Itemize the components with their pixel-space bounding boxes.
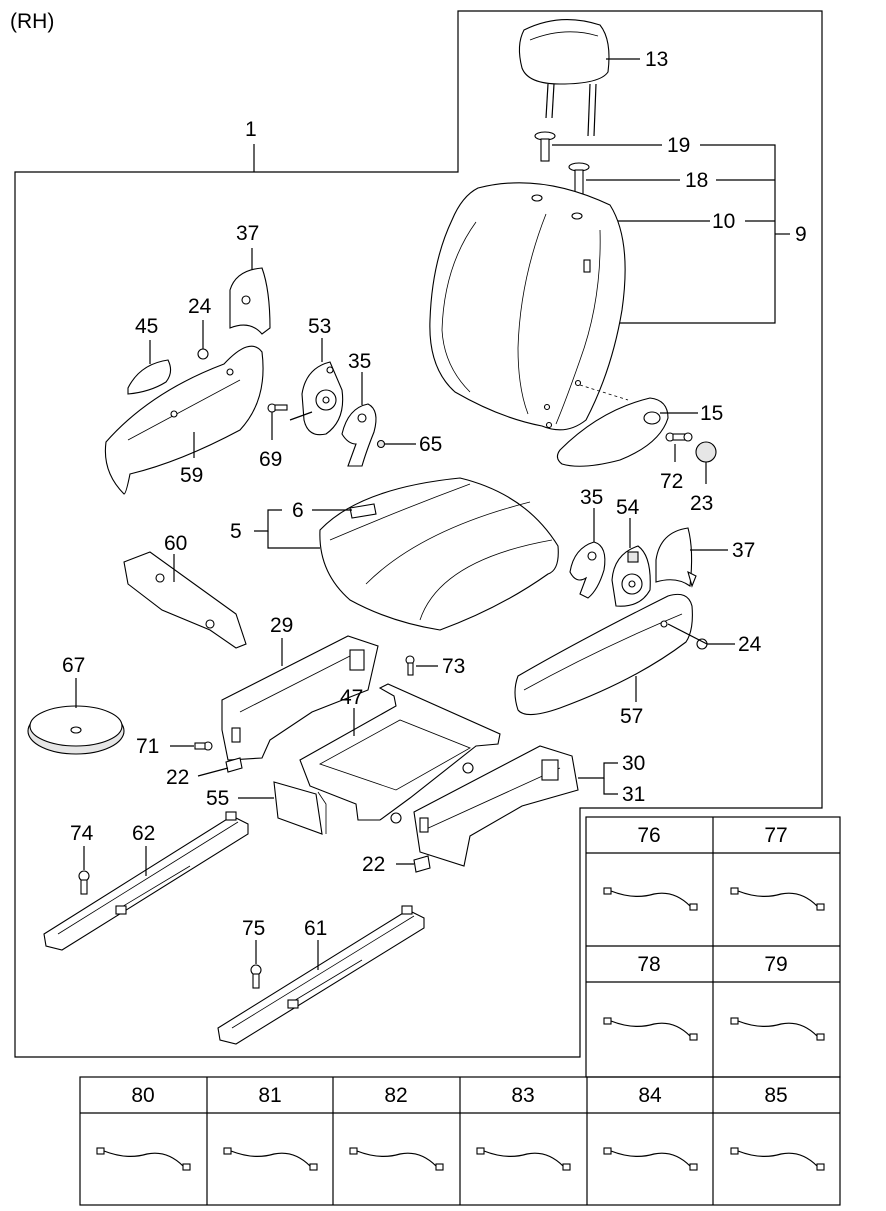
callout-75: 75 [242, 917, 265, 940]
callout-29: 29 [270, 614, 293, 637]
callout-1: 1 [245, 118, 257, 141]
wire-85 [730, 1147, 825, 1171]
seat-track-61 [217, 905, 425, 1045]
wire-label-82: 82 [384, 1084, 407, 1107]
callout-22-left: 22 [166, 766, 189, 789]
callout-30: 30 [622, 752, 645, 775]
side-shield-57 [514, 593, 693, 716]
headrest-guide-18 [568, 162, 590, 195]
wire-label-80: 80 [131, 1084, 154, 1107]
wire-84 [603, 1147, 698, 1171]
callout-13: 13 [645, 48, 668, 71]
seat-cushion [319, 477, 559, 631]
assembly-frame [14, 10, 823, 1058]
clip-22-right [413, 855, 431, 873]
callout-10: 10 [712, 210, 735, 233]
shield-cover-37-left [229, 267, 271, 335]
wire-label-84: 84 [638, 1084, 662, 1107]
wire-label-77: 77 [764, 824, 787, 847]
wire-table-bottom [79, 1076, 841, 1206]
callout-31: 31 [622, 783, 645, 806]
callout-19: 19 [667, 134, 690, 157]
screw-71 [194, 741, 213, 751]
callout-45: 45 [135, 315, 158, 338]
nut-65 [376, 439, 386, 449]
callout-15: 15 [700, 402, 723, 425]
wire-79 [730, 1017, 825, 1041]
rail-cover-29 [221, 635, 379, 761]
callout-62: 62 [132, 822, 155, 845]
shield-cover-37-right [655, 527, 697, 588]
screw-69 [267, 403, 288, 413]
bolt-74 [78, 870, 90, 895]
callout-24-right: 24 [738, 633, 762, 656]
wire-label-83: 83 [511, 1084, 534, 1107]
recliner-53 [289, 361, 344, 436]
callout-37-left: 37 [236, 222, 259, 245]
callout-35-left: 35 [348, 350, 371, 373]
callout-9: 9 [795, 223, 807, 246]
callout-47: 47 [340, 686, 363, 709]
callout-54: 54 [616, 496, 640, 519]
lumbar-disc-67 [27, 705, 125, 755]
handle-45 [127, 359, 172, 395]
wire-77 [730, 887, 825, 911]
callout-61: 61 [304, 917, 327, 940]
callout-55: 55 [206, 787, 229, 810]
callout-37-right: 37 [732, 539, 755, 562]
cap-23 [695, 441, 717, 463]
headrest-guide-19 [534, 131, 556, 162]
callout-59: 59 [180, 464, 203, 487]
cover-35-left [341, 403, 377, 467]
cover-35-right [569, 541, 606, 599]
seat-back [429, 182, 626, 431]
callout-18: 18 [685, 169, 708, 192]
cushion-frame-47 [299, 683, 501, 824]
wire-78 [603, 1017, 698, 1041]
callout-72: 72 [660, 470, 683, 493]
clip-24-left [197, 348, 209, 360]
callout-23: 23 [690, 492, 713, 515]
wire-81 [223, 1147, 318, 1171]
seat-track-62 [43, 811, 249, 951]
side-shield-59 [104, 345, 264, 495]
callout-22-right: 22 [362, 853, 385, 876]
bolt-72 [665, 432, 693, 442]
callout-60: 60 [164, 532, 187, 555]
variant-label: (RH) [10, 10, 54, 33]
callout-57: 57 [620, 705, 643, 728]
wire-76 [603, 887, 698, 911]
callout-5: 5 [230, 520, 242, 543]
rail-cover-30-31 [413, 745, 579, 867]
recliner-cover-15 [556, 397, 669, 467]
callout-24-left: 24 [188, 295, 212, 318]
bolt-75 [250, 964, 262, 989]
clip-24-right [696, 638, 708, 650]
callout-67: 67 [62, 654, 85, 677]
wire-label-78: 78 [637, 953, 660, 976]
callout-73: 73 [442, 655, 465, 678]
callout-65: 65 [419, 433, 442, 456]
callout-53: 53 [308, 315, 331, 338]
wire-label-81: 81 [258, 1084, 281, 1107]
wire-83 [476, 1147, 571, 1171]
headrest [518, 19, 610, 137]
cover-60 [123, 551, 247, 649]
pocket-55 [273, 781, 327, 835]
wire-table-right [585, 816, 841, 1078]
bolt-73 [405, 655, 415, 676]
wire-label-85: 85 [764, 1084, 787, 1107]
wire-82 [349, 1147, 444, 1171]
callout-6: 6 [292, 499, 304, 522]
wire-label-79: 79 [764, 953, 787, 976]
recliner-54 [611, 545, 651, 607]
wire-80 [96, 1147, 191, 1171]
callout-35-right: 35 [580, 486, 603, 509]
callout-71: 71 [136, 735, 159, 758]
callout-74: 74 [70, 822, 94, 845]
callout-69: 69 [259, 448, 282, 471]
wire-label-76: 76 [637, 824, 660, 847]
